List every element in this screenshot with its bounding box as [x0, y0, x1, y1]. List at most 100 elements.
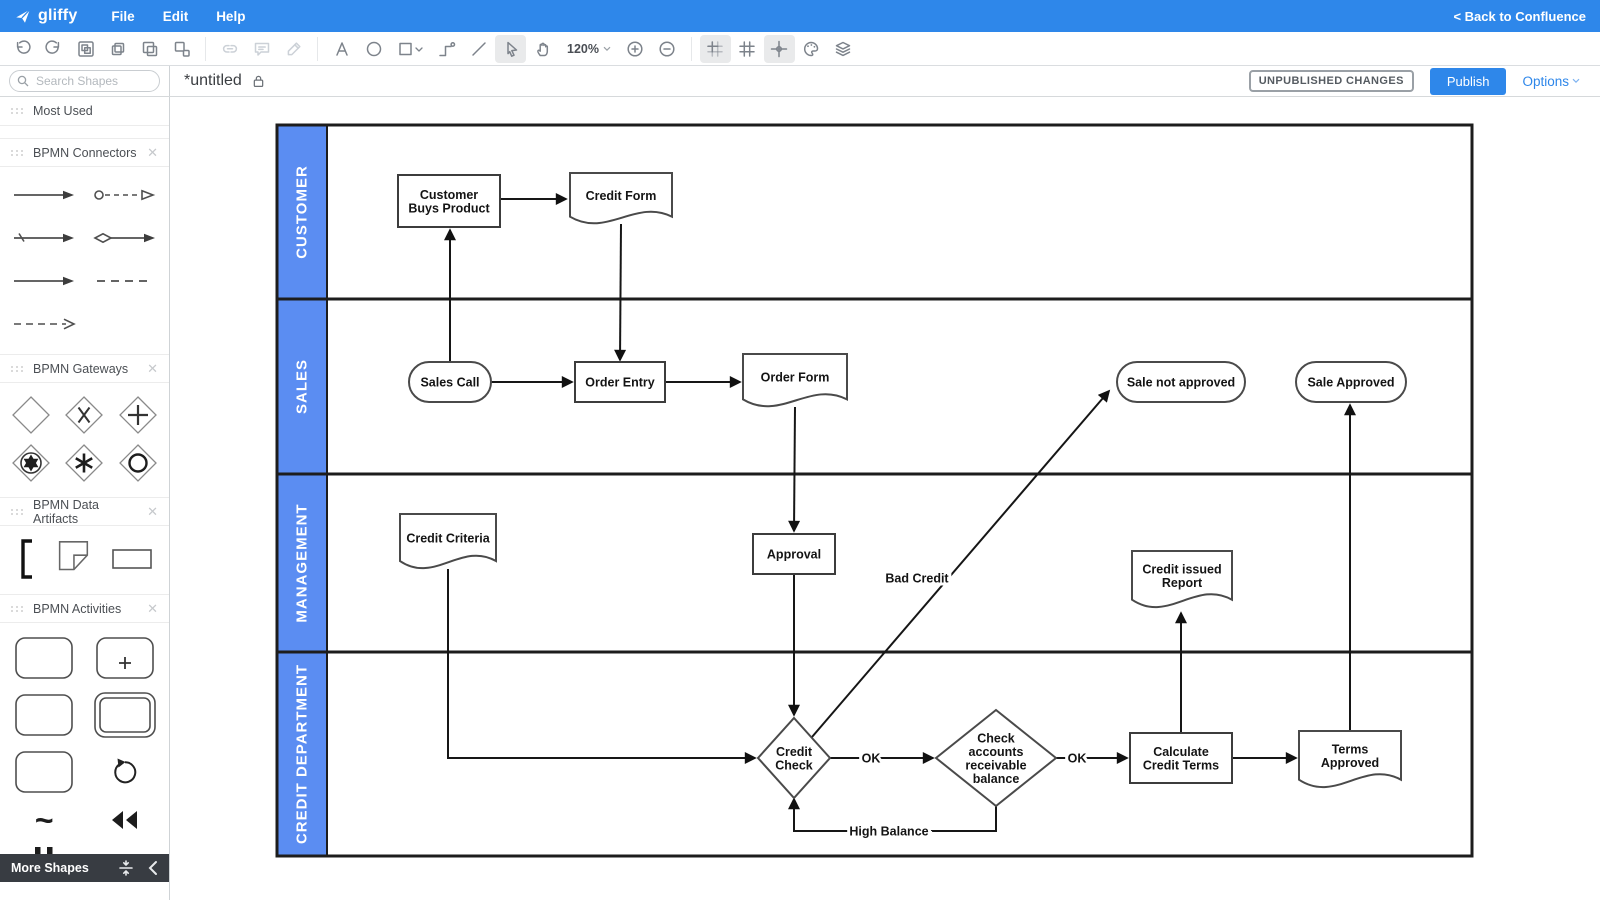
drag-handle-icon[interactable]	[11, 508, 24, 515]
collapse-panel-chevron-icon[interactable]	[147, 860, 159, 876]
link-button[interactable]	[214, 35, 245, 63]
edge-criteria-to-credit-check[interactable]	[447, 569, 757, 764]
node-sales-call[interactable]: Sales Call	[408, 361, 492, 403]
lane-label-sales[interactable]: SALES	[294, 359, 311, 414]
node-approval[interactable]: Approval	[752, 533, 836, 575]
zoom-level-select[interactable]: 120%	[559, 42, 619, 56]
text-tool-button[interactable]	[326, 35, 357, 63]
node-credit-form[interactable]: Credit Form	[569, 172, 673, 225]
edge-label-ok[interactable]: OK	[859, 749, 884, 769]
redo-button[interactable]	[38, 35, 69, 63]
section-bpmn-data-artifacts[interactable]: BPMN Data Artifacts ✕	[0, 497, 169, 526]
pan-tool-button[interactable]	[527, 35, 558, 63]
drag-handle-icon[interactable]	[11, 108, 24, 114]
section-bpmn-connectors[interactable]: BPMN Connectors ✕	[0, 138, 169, 167]
close-icon[interactable]: ✕	[147, 504, 158, 519]
menu-help[interactable]: Help	[216, 8, 246, 24]
publish-button[interactable]: Publish	[1429, 67, 1507, 95]
layers-button[interactable]	[828, 35, 859, 63]
edge-high-balance-loop[interactable]	[788, 797, 997, 832]
artifact-data-object[interactable]	[52, 538, 94, 580]
activity-task[interactable]	[13, 635, 75, 681]
theme-button[interactable]	[796, 35, 827, 63]
activity-loop-marker[interactable]	[108, 755, 142, 789]
gateway-complex-star[interactable]	[9, 441, 53, 485]
grid-button[interactable]	[732, 35, 763, 63]
swimlane-frame[interactable]: CUSTOMER SALES MANAGEMENT CREDIT DEPARTMENT	[275, 123, 1474, 858]
activity-task-2[interactable]	[13, 692, 75, 738]
gateway-exclusive-x[interactable]	[62, 393, 106, 437]
node-sale-not-approved[interactable]: Sale not approved	[1116, 361, 1246, 403]
comment-button[interactable]	[246, 35, 277, 63]
group-button[interactable]	[70, 35, 101, 63]
activity-compensation-tilde[interactable]: ~	[34, 802, 54, 838]
artifact-annotation-rect[interactable]	[111, 546, 153, 572]
connector-diamond-arrow[interactable]	[93, 230, 157, 246]
gateway-inclusive-circle[interactable]	[116, 441, 160, 485]
node-order-entry[interactable]: Order Entry	[574, 361, 666, 403]
edge-order-form-to-approval[interactable]	[788, 406, 801, 533]
diagram-canvas[interactable]: CUSTOMER SALES MANAGEMENT CREDIT DEPARTMENT…	[170, 97, 1600, 900]
select-tool-button[interactable]	[495, 34, 526, 63]
section-bpmn-activities[interactable]: BPMN Activities ✕	[0, 594, 169, 623]
menu-edit[interactable]: Edit	[162, 8, 189, 24]
activity-subprocess-plus[interactable]	[94, 635, 156, 681]
guides-button[interactable]	[763, 34, 795, 63]
lane-label-customer[interactable]: CUSTOMER	[294, 165, 311, 259]
zoom-out-button[interactable]	[652, 35, 683, 63]
collapse-sections-icon[interactable]	[117, 859, 135, 877]
connector-circle-dashed-open-arrow[interactable]	[93, 187, 157, 203]
gateway-complex-asterisk[interactable]	[62, 441, 106, 485]
lane-label-management[interactable]: MANAGEMENT	[294, 503, 311, 622]
close-icon[interactable]: ✕	[147, 361, 158, 376]
options-dropdown[interactable]: Options	[1522, 74, 1580, 89]
lane-label-credit-department[interactable]: CREDIT DEPARTMENT	[294, 664, 311, 844]
shape-tool-button[interactable]	[390, 35, 430, 63]
connector-dashed-open-arrow[interactable]	[12, 316, 77, 332]
node-credit-criteria[interactable]: Credit Criteria	[399, 513, 497, 570]
eyedropper-button[interactable]	[278, 35, 309, 63]
menu-file[interactable]: File	[111, 8, 135, 24]
activity-task-3[interactable]	[13, 749, 75, 795]
copy-button[interactable]	[102, 35, 133, 63]
edge-bad-credit-to-sale-not-approved[interactable]	[811, 389, 1111, 738]
connector-solid-arrow-2[interactable]	[12, 273, 76, 289]
close-icon[interactable]: ✕	[147, 145, 158, 160]
activity-rewind-marker[interactable]	[108, 809, 142, 831]
section-most-used[interactable]: Most Used	[0, 97, 169, 126]
gateway-parallel[interactable]	[116, 393, 160, 437]
undo-button[interactable]	[6, 35, 37, 63]
back-to-confluence-link[interactable]: < Back to Confluence	[1453, 8, 1586, 24]
edge-credit-form-to-order-entry[interactable]	[614, 223, 627, 362]
connector-dashed-line[interactable]	[93, 273, 157, 289]
line-tool-button[interactable]	[463, 35, 494, 63]
artifact-group-bracket[interactable]	[16, 538, 36, 580]
gliffy-logo[interactable]: gliffy	[14, 7, 77, 25]
ungroup-button[interactable]	[166, 35, 197, 63]
drag-handle-icon[interactable]	[11, 365, 24, 372]
edge-label-ok[interactable]: OK	[1065, 749, 1090, 769]
document-title[interactable]: *untitled	[184, 72, 242, 89]
connector-solid-arrow[interactable]	[12, 187, 76, 203]
section-bpmn-gateways[interactable]: BPMN Gateways ✕	[0, 354, 169, 383]
drag-handle-icon[interactable]	[11, 605, 24, 612]
edge-label-high-balance[interactable]: High Balance	[846, 822, 931, 842]
search-input[interactable]	[9, 70, 160, 92]
more-shapes-bar[interactable]: More Shapes	[0, 854, 169, 882]
close-icon[interactable]: ✕	[147, 601, 158, 616]
activity-transaction[interactable]	[93, 691, 157, 739]
ellipse-tool-button[interactable]	[358, 35, 389, 63]
connector-conditional-arrow[interactable]	[12, 230, 76, 246]
canvas-area[interactable]: CUSTOMER SALES MANAGEMENT CREDIT DEPARTMENT…	[170, 97, 1600, 900]
duplicate-button[interactable]	[134, 35, 165, 63]
node-sale-approved[interactable]: Sale Approved	[1295, 361, 1407, 403]
zoom-in-button[interactable]	[620, 35, 651, 63]
snap-grid-button[interactable]	[699, 34, 731, 63]
connector-tool-button[interactable]	[431, 35, 462, 63]
